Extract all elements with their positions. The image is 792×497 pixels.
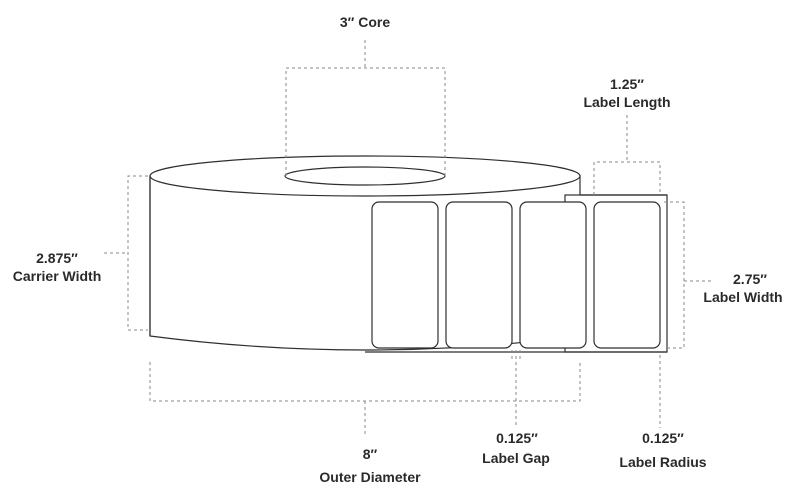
core-label: 3″ Core — [340, 14, 390, 30]
label-length-bracket — [593, 161, 661, 195]
label-gap-value: 0.125″ — [496, 430, 538, 446]
label-width-name: Label Width — [703, 289, 782, 305]
core-dimension-bracket — [285, 67, 446, 176]
outer-diameter-name: Outer Diameter — [319, 469, 421, 485]
carrier-width-value: 2.875″ — [36, 250, 78, 266]
labels-group — [371, 201, 661, 349]
label-4 — [593, 201, 661, 349]
roll-side — [149, 175, 581, 351]
label-radius-name: Label Radius — [619, 454, 706, 470]
label-length-name: Label Length — [583, 94, 670, 110]
dimension-lines — [104, 40, 712, 434]
carrier-width-name: Carrier Width — [13, 268, 102, 284]
label-length-value: 1.25″ — [610, 76, 644, 92]
outer-diameter-value: 8″ — [363, 446, 378, 462]
label-radius-value: 0.125″ — [642, 430, 684, 446]
label-2 — [445, 201, 513, 349]
label-width-value: 2.75″ — [733, 271, 767, 287]
roll-core-hole — [284, 166, 446, 186]
label-width-bracket — [664, 201, 685, 349]
dimension-text: 3″ Core 1.25″ Label Length 2.875″ Carrie… — [13, 14, 783, 485]
label-3 — [519, 201, 587, 349]
label-1 — [371, 201, 439, 349]
label-roll — [149, 155, 581, 351]
label-gap-name: Label Gap — [482, 450, 550, 466]
carrier-width-bracket — [127, 175, 148, 331]
